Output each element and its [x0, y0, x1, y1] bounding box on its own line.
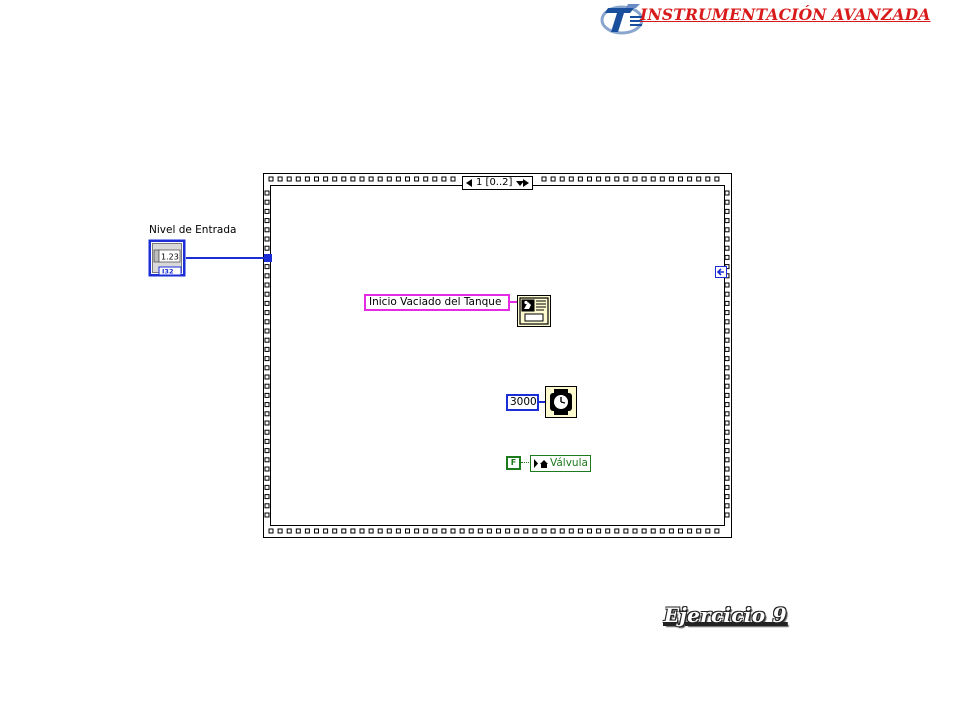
- chevron-down-icon[interactable]: [516, 177, 524, 189]
- header-title: INSTRUMENTACIÓN AVANZADA: [640, 5, 931, 24]
- numeric-constant[interactable]: 3000: [506, 394, 539, 411]
- control-type-tag: I32: [162, 268, 173, 276]
- numeric-control-icon[interactable]: 1.23 I32: [148, 239, 186, 277]
- numeric-wire-wait: [539, 401, 546, 403]
- boolean-constant[interactable]: F: [506, 456, 521, 470]
- local-variable[interactable]: Válvula: [530, 455, 591, 472]
- frame-selector[interactable]: 1 [0..2]: [462, 176, 533, 190]
- faculty-logo-icon: [600, 4, 644, 35]
- string-wire: [510, 301, 518, 303]
- numeric-wire: [186, 257, 265, 259]
- sequence-structure-frame[interactable]: [263, 173, 732, 538]
- wait-ms-icon[interactable]: [545, 386, 577, 418]
- sequence-local-icon[interactable]: [715, 266, 727, 278]
- boolean-wire: [521, 462, 531, 463]
- exercise-title: Ejercicio 9: [664, 603, 787, 627]
- frame-selector-label: 1 [0..2]: [476, 177, 513, 188]
- local-variable-icon: [534, 459, 548, 468]
- local-variable-label: Válvula: [550, 457, 588, 469]
- string-constant[interactable]: Inicio Vaciado del Tanque: [364, 294, 510, 311]
- control-label: Nivel de Entrada: [149, 224, 237, 236]
- input-tunnel[interactable]: [264, 254, 272, 262]
- control-display-value: 1.23: [161, 253, 179, 262]
- increment-arrow-icon[interactable]: [521, 177, 531, 189]
- message-dialog-icon[interactable]: [517, 295, 551, 327]
- decrement-arrow-icon[interactable]: [464, 177, 474, 189]
